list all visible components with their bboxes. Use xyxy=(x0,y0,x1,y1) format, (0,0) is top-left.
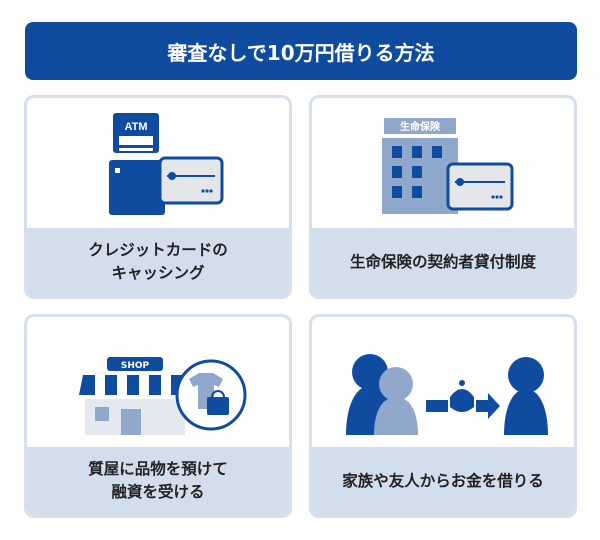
card-label: 質屋に品物を預けて融資を受ける xyxy=(27,447,289,515)
card-life-insurance-loan: 生命保険 生命保険の契約者貸付制度 xyxy=(309,95,577,299)
people-lending-icon xyxy=(346,354,548,435)
label-line: クレジットカードの xyxy=(88,241,228,259)
insurance-sign: 生命保険 xyxy=(400,120,441,133)
card-label: クレジットカードのキャッシング xyxy=(27,228,289,296)
card-borrow-from-family: 家族や友人からお金を借りる xyxy=(309,314,577,518)
label-line: 質屋に品物を預けて xyxy=(88,460,228,478)
label-line: 生命保険の契約者貸付制度 xyxy=(349,252,536,271)
shop-sign: SHOP xyxy=(121,361,150,371)
insurance-building-icon: 生命保険 xyxy=(382,118,514,214)
pawn-shop-icon: SHOP xyxy=(79,357,247,435)
label-line: 家族や友人からお金を借りる xyxy=(342,471,544,490)
label-line: 融資を受ける xyxy=(111,483,205,501)
card-credit-card-cashing: ATM クレジットカードのキャッシング xyxy=(24,95,292,299)
card-label: 家族や友人からお金を借りる xyxy=(312,447,574,515)
label-line: キャッシング xyxy=(111,264,205,282)
page-title: 審査なしで10万円借りる方法 xyxy=(25,22,577,80)
card-label: 生命保険の契約者貸付制度 xyxy=(312,228,574,296)
atm-card-icon: ATM xyxy=(109,113,224,215)
atm-label: ATM xyxy=(124,121,147,133)
card-pawn-shop: SHOP 質屋に品物を預けて融資を受ける xyxy=(24,314,292,518)
